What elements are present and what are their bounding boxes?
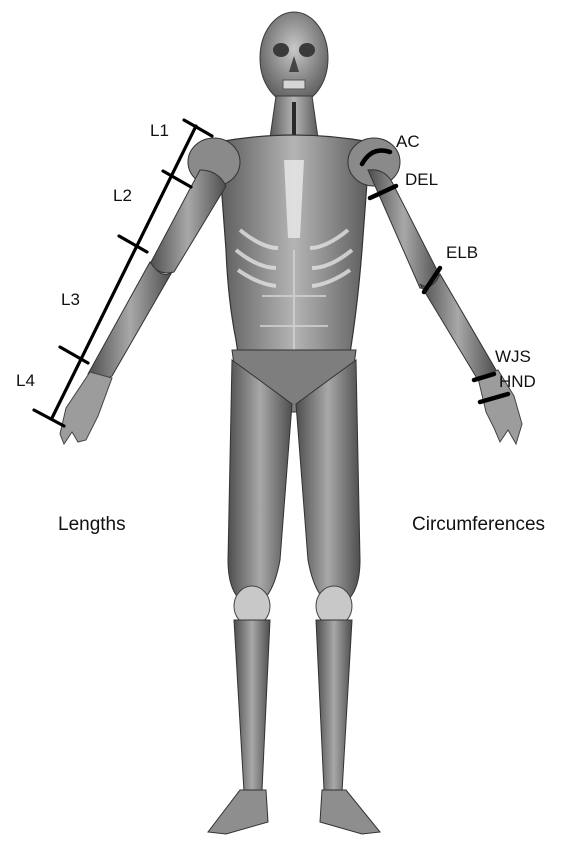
shin-left <box>316 620 352 792</box>
caption-lengths: Lengths <box>58 514 126 535</box>
mouth-teeth <box>283 80 305 89</box>
shin-right <box>234 620 270 792</box>
label-hnd: HND <box>499 372 536 391</box>
left-eye-socket <box>273 43 289 57</box>
right-eye-socket <box>299 43 315 57</box>
label-l3: L3 <box>61 290 80 309</box>
thigh-left <box>296 360 360 606</box>
label-l1: L1 <box>150 121 169 140</box>
length-tick-bottom <box>34 410 64 426</box>
length-measurement <box>34 120 212 426</box>
label-l2: L2 <box>113 186 132 205</box>
anatomy-body <box>60 12 522 834</box>
length-tick-top <box>184 120 212 136</box>
label-del: DEL <box>405 170 438 189</box>
forearm-left <box>420 274 496 381</box>
label-ac: AC <box>396 132 420 151</box>
foot-left <box>320 790 380 834</box>
caption-circumferences: Circumferences <box>412 514 545 535</box>
label-l4: L4 <box>16 371 35 390</box>
length-tick-2 <box>119 236 147 252</box>
label-elb: ELB <box>446 243 478 262</box>
label-wjs: WJS <box>495 347 531 366</box>
thigh-right <box>228 360 292 606</box>
foot-right <box>208 790 268 834</box>
